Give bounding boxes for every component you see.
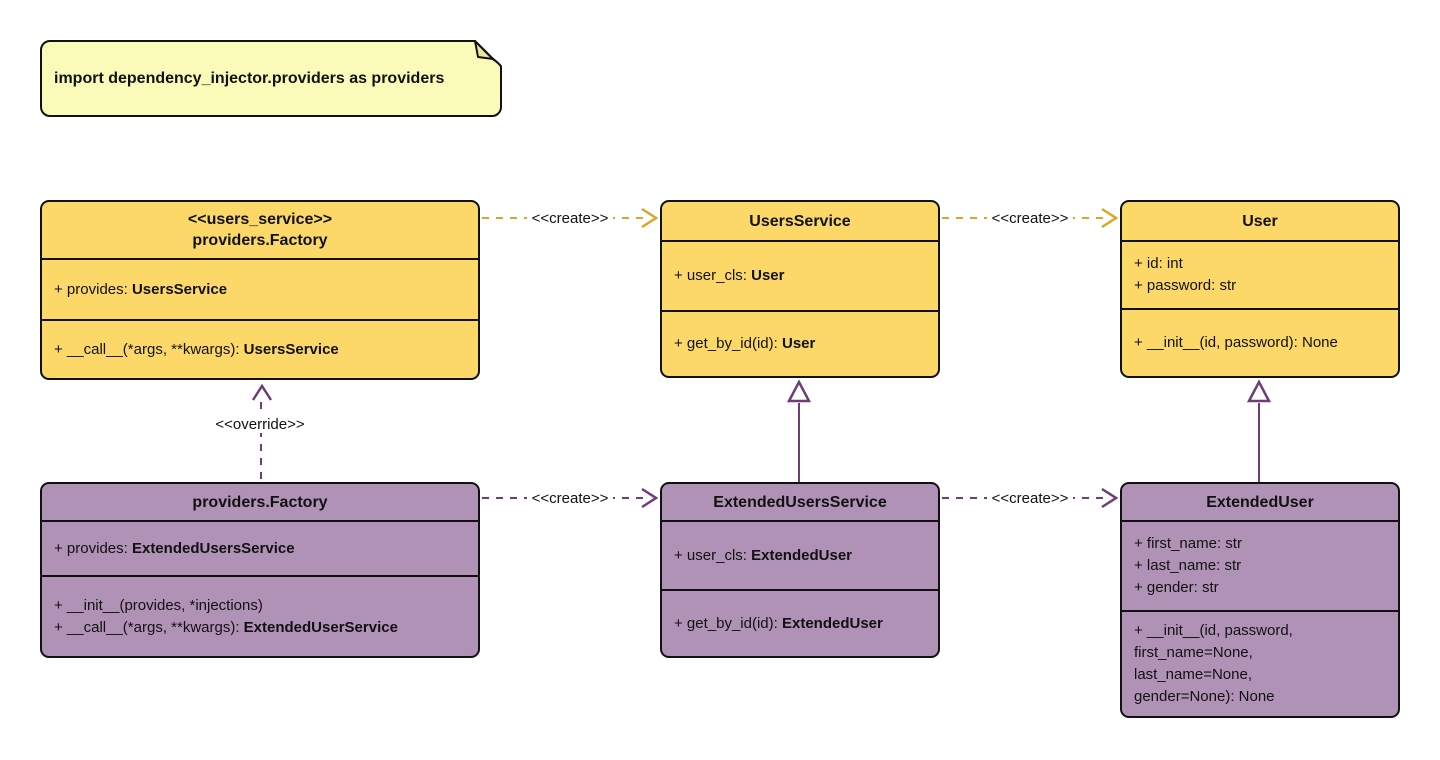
class-users-service: UsersService + user_cls: User + get_by_i… [660, 200, 940, 378]
class-user: User + id: int + password: str + __init_… [1120, 200, 1400, 378]
edge-create-factory-to-usersservice: <<create>> [482, 205, 658, 231]
class-header: ExtendedUser [1122, 484, 1398, 520]
member-text: + user_cls: [674, 546, 752, 564]
methods-section: + __call__(*args, **kwargs): UsersServic… [42, 319, 478, 378]
class-header: UsersService [662, 202, 938, 240]
dashed-line [260, 402, 262, 480]
open-arrowhead-right-icon [1101, 487, 1118, 509]
attribute-line: + user_cls: User [674, 265, 926, 287]
member-type: ExtendedUserService [243, 618, 398, 636]
method-line: last_name=None, [1134, 664, 1386, 686]
attribute-line: + last_name: str [1134, 555, 1386, 577]
method-line: + get_by_id(id): User [674, 333, 926, 355]
attributes-section: + provides: UsersService [42, 258, 478, 319]
method-line: + __init__(provides, *injections) [54, 595, 466, 617]
attributes-section: + id: int + password: str [1122, 240, 1398, 308]
member-text: + provides: [54, 280, 132, 298]
class-name: providers.Factory [192, 493, 328, 511]
methods-section: + __init__(id, password): None [1122, 308, 1398, 376]
solid-line [798, 403, 800, 482]
member-type: ExtendedUser [781, 614, 883, 632]
create-label: <<create>> [526, 209, 614, 227]
class-header: ExtendedUsersService [662, 484, 938, 520]
class-extended-users-service: ExtendedUsersService + user_cls: Extende… [660, 482, 940, 658]
open-arrowhead-right-icon [1101, 207, 1118, 229]
solid-line [1258, 403, 1260, 482]
member-text: + first_name: str [1134, 535, 1242, 552]
member-type: ExtendedUsersService [131, 539, 295, 557]
attribute-line: + first_name: str [1134, 533, 1386, 555]
import-note: import dependency_injector.providers as … [40, 40, 502, 117]
member-text: + __init__(id, password): None [1134, 334, 1338, 351]
method-line: + __call__(*args, **kwargs): UsersServic… [54, 339, 466, 361]
attributes-section: + provides: ExtendedUsersService [42, 520, 478, 575]
hollow-triangle-up-icon [1246, 379, 1272, 403]
attribute-line: + gender: str [1134, 577, 1386, 599]
member-text: + password: str [1134, 277, 1237, 294]
methods-section: + __init__(id, password, first_name=None… [1122, 610, 1398, 716]
note-fold-icon [473, 40, 502, 69]
class-extended-user: ExtendedUser + first_name: str + last_na… [1120, 482, 1400, 718]
edge-create-extusersservice-to-extuser: <<create>> [942, 485, 1118, 511]
member-type: UsersService [243, 340, 339, 358]
attribute-line: + id: int [1134, 253, 1386, 275]
attribute-line: + user_cls: ExtendedUser [674, 545, 926, 567]
method-line: first_name=None, [1134, 642, 1386, 664]
member-text: + __init__(id, password, [1134, 622, 1293, 639]
methods-section: + get_by_id(id): User [662, 310, 938, 376]
member-type: User [781, 335, 816, 352]
member-text: + get_by_id(id): [674, 335, 782, 352]
create-label: <<create>> [986, 489, 1074, 507]
edge-create-extfactory-to-extusersservice: <<create>> [482, 485, 658, 511]
attributes-section: + user_cls: ExtendedUser [662, 520, 938, 589]
class-users-factory: <<users_service>> providers.Factory + pr… [40, 200, 480, 380]
create-label: <<create>> [986, 209, 1074, 227]
member-text: last_name=None, [1134, 666, 1252, 683]
member-type: UsersService [131, 280, 228, 298]
member-text: + gender: str [1134, 579, 1219, 596]
class-header: providers.Factory [42, 484, 478, 520]
member-text: + get_by_id(id): [674, 614, 782, 632]
method-line: + get_by_id(id): ExtendedUser [674, 613, 926, 635]
class-name: providers.Factory [192, 232, 328, 249]
class-stereotype: <<users_service>> [187, 211, 333, 228]
method-line: + __init__(id, password): None [1134, 332, 1386, 354]
override-label: <<override>> [211, 416, 309, 433]
hollow-triangle-up-icon [786, 379, 812, 403]
open-arrowhead-right-icon [641, 207, 658, 229]
attribute-line: + password: str [1134, 275, 1386, 297]
methods-section: + get_by_id(id): ExtendedUser [662, 589, 938, 656]
member-text: + last_name: str [1134, 557, 1242, 574]
member-text: + id: int [1134, 255, 1183, 272]
class-extended-factory: providers.Factory + provides: ExtendedUs… [40, 482, 480, 658]
import-note-text: import dependency_injector.providers as … [54, 69, 445, 87]
class-header: <<users_service>> providers.Factory [42, 202, 478, 258]
open-arrowhead-right-icon [641, 487, 658, 509]
method-line: + __init__(id, password, [1134, 620, 1386, 642]
attribute-line: + provides: UsersService [54, 279, 466, 301]
member-text: first_name=None, [1134, 644, 1253, 661]
attribute-line: + provides: ExtendedUsersService [54, 538, 466, 560]
method-line: + __call__(*args, **kwargs): ExtendedUse… [54, 617, 466, 639]
methods-section: + __init__(provides, *injections) + __ca… [42, 575, 478, 656]
member-text: + __call__(*args, **kwargs): [54, 340, 244, 358]
attributes-section: + user_cls: User [662, 240, 938, 310]
open-arrowhead-up-icon [251, 384, 273, 401]
member-text: + provides: [54, 539, 132, 557]
member-type: User [751, 267, 785, 284]
member-text: + user_cls: [674, 267, 752, 284]
create-label: <<create>> [526, 489, 614, 507]
class-name: UsersService [749, 212, 851, 230]
class-name: ExtendedUser [1206, 493, 1314, 511]
attributes-section: + first_name: str + last_name: str + gen… [1122, 520, 1398, 610]
method-line: gender=None): None [1134, 686, 1386, 708]
edge-create-usersservice-to-user: <<create>> [942, 205, 1118, 231]
member-text: gender=None): None [1134, 688, 1275, 705]
class-name: User [1242, 212, 1278, 230]
member-type: ExtendedUser [751, 546, 852, 564]
class-header: User [1122, 202, 1398, 240]
member-text: + __call__(*args, **kwargs): [54, 618, 244, 636]
member-text: + __init__(provides, *injections) [54, 596, 263, 614]
class-name: ExtendedUsersService [713, 493, 887, 511]
